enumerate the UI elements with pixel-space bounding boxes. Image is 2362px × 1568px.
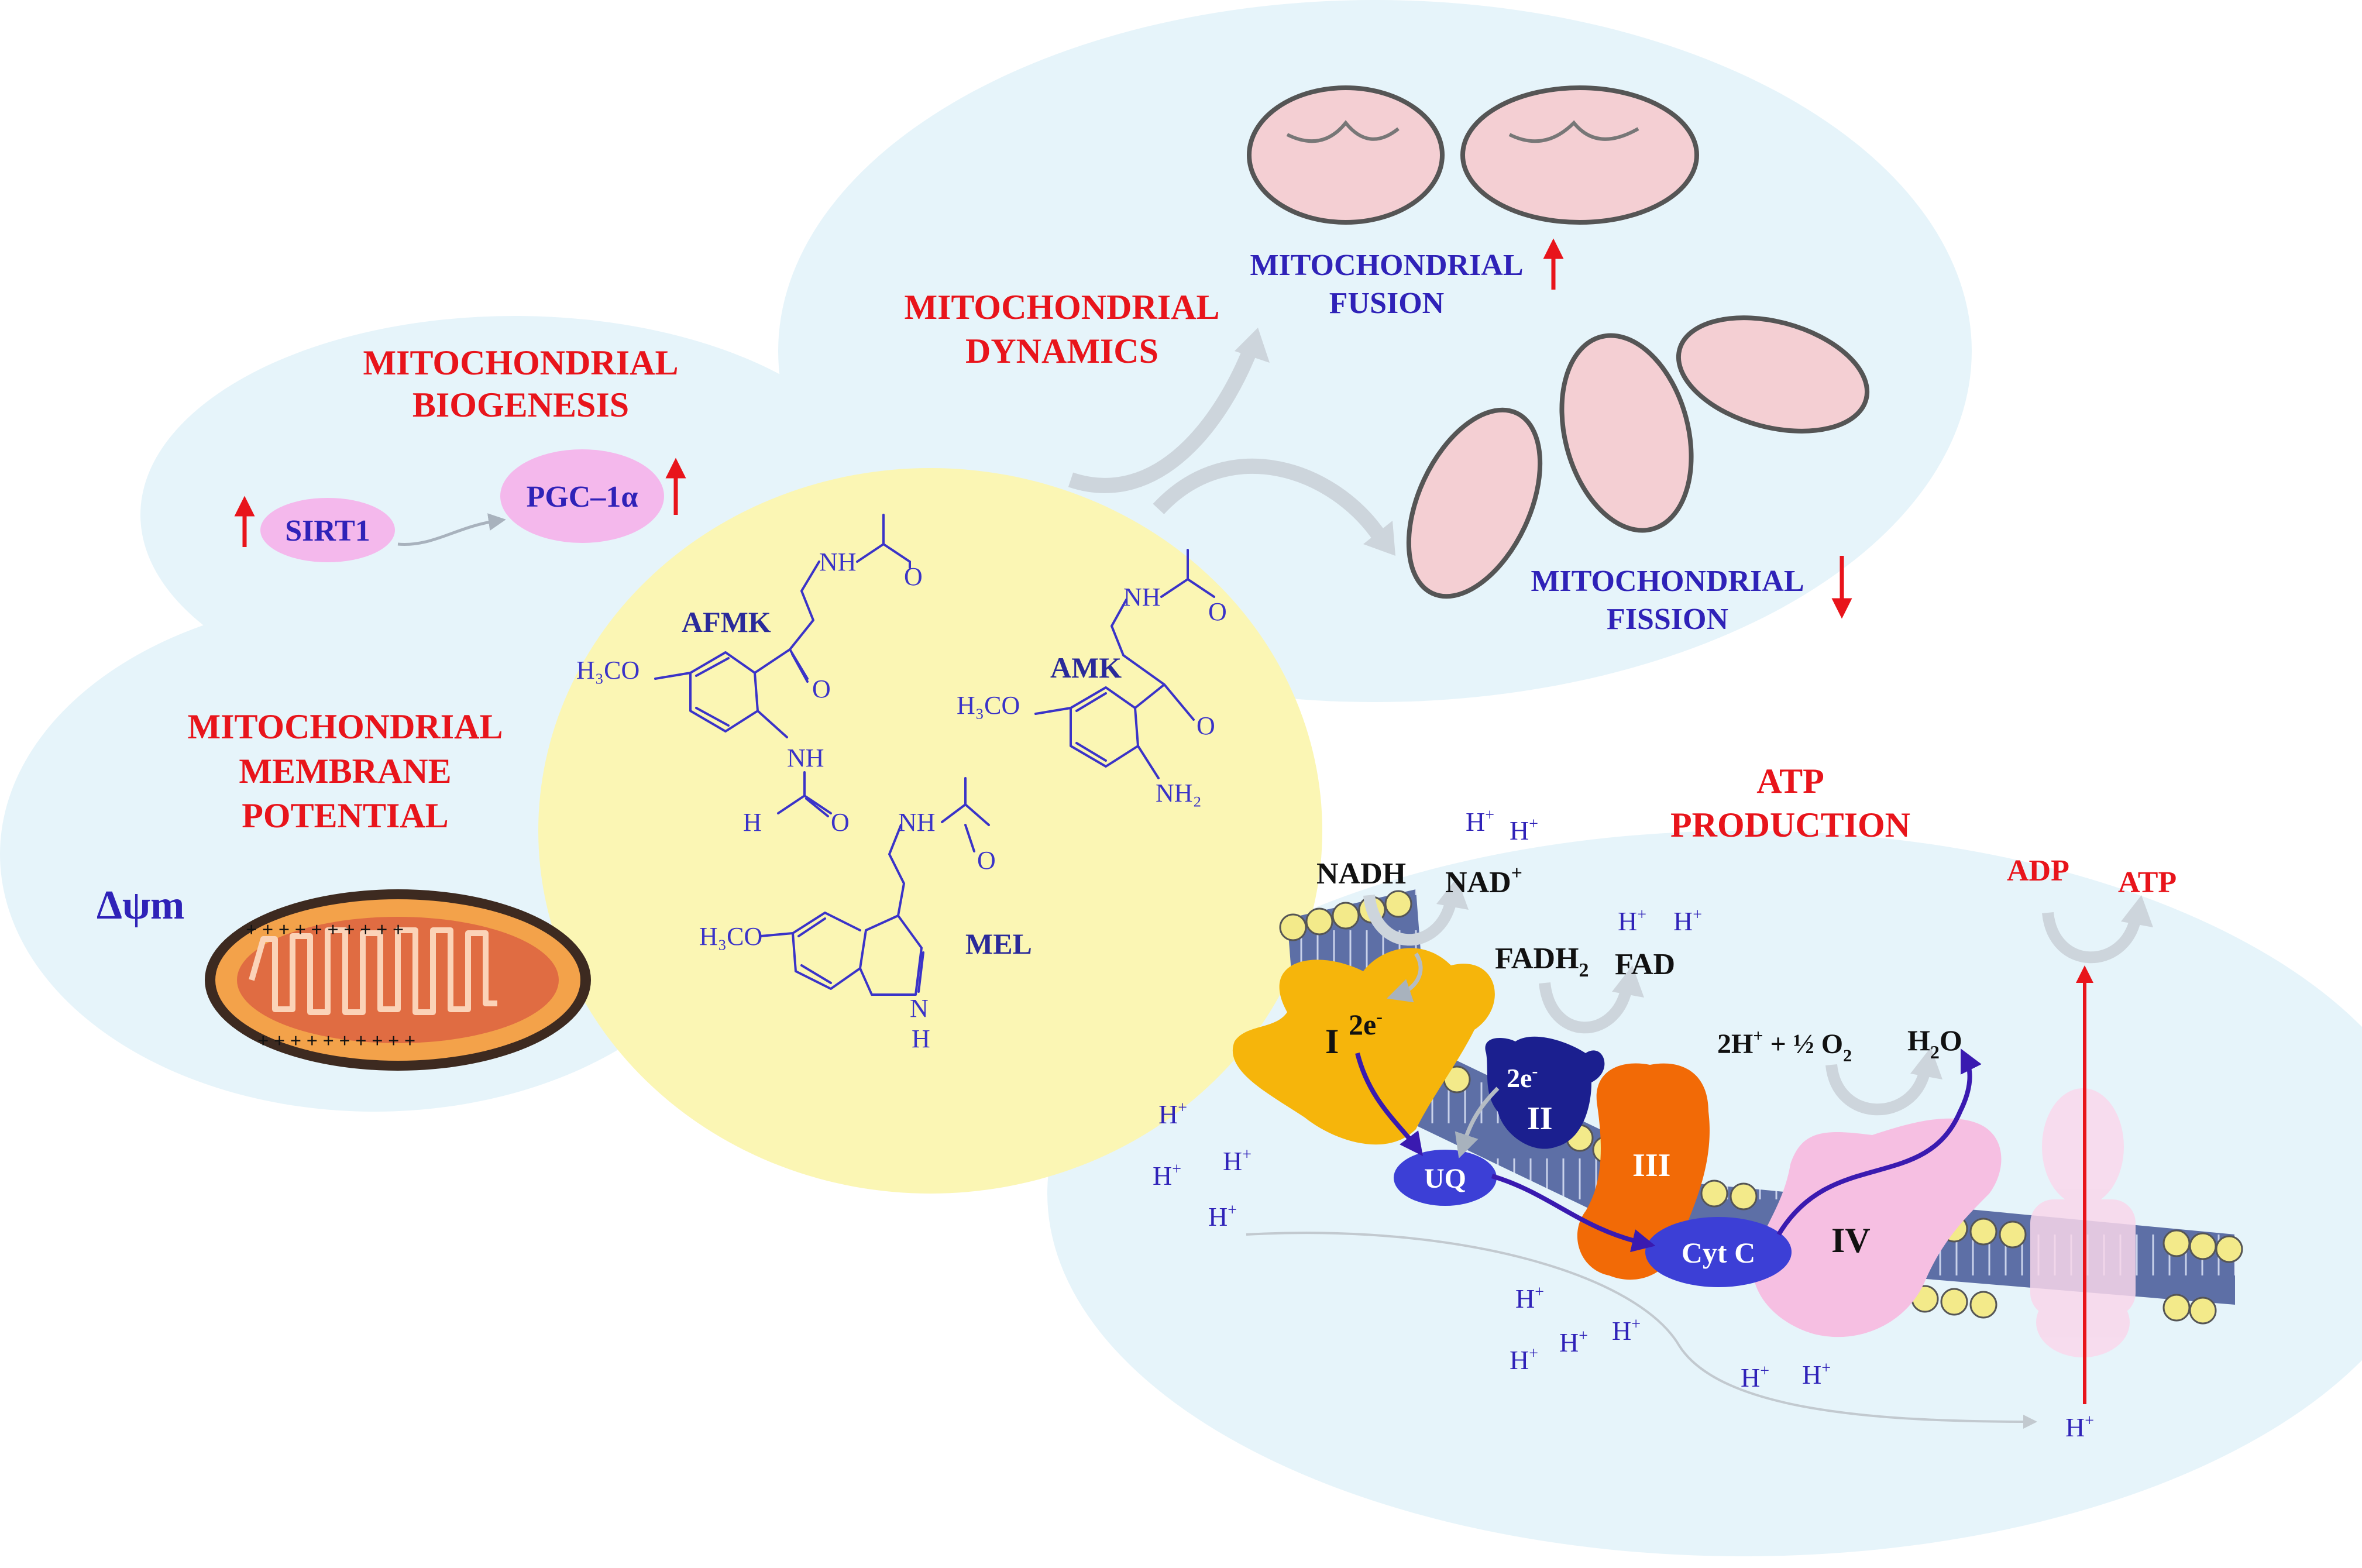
mel-label: MEL (965, 927, 1032, 960)
proton-6: H+ (1153, 1160, 1181, 1191)
amk-nh: NH (1123, 583, 1161, 611)
afmk-o-ketone: O (812, 675, 831, 703)
dynamics-to-fission-arrow (1153, 458, 1387, 543)
atp-title-2: PRODUCTION (1670, 806, 1910, 844)
nadh-label: NADH (1316, 857, 1406, 890)
afmk-o-amide: O (831, 808, 850, 837)
amk-o-ketone: O (1197, 711, 1215, 740)
cytochrome-c-label: Cyt C (1682, 1236, 1755, 1269)
sirt1-node (260, 498, 395, 562)
proton-15: H+ (2065, 1412, 2094, 1442)
afmk-nh: NH (819, 548, 857, 576)
fad-label: FAD (1615, 948, 1675, 981)
electron-flow-cytc-iv (1776, 1048, 1982, 1236)
afmk-o-top: O (904, 562, 923, 591)
cytochrome-c (1645, 1217, 1792, 1287)
mitochondrion-illustration: + + + + + + + + + + + + + + + + + + + + (205, 889, 591, 1071)
atp-title-1: ATP (1756, 762, 1824, 800)
afmk-label: AFMK (682, 606, 771, 638)
complex-ii-label: II (1527, 1101, 1553, 1137)
fusion-label-2: FUSION (1329, 287, 1444, 320)
complex-iv-label: IV (1831, 1221, 1871, 1260)
afmk-h3co: H₃CO (576, 656, 640, 685)
amk-nh2: NH₂ (1156, 779, 1202, 807)
sirt1-to-pgc-arrow (397, 513, 506, 546)
pgc1a-node (500, 449, 664, 543)
complex-ii-electrons: 2e- (1507, 1061, 1538, 1093)
amk-o-top: O (1208, 597, 1227, 626)
fadh2-label: FADH2 (1495, 942, 1589, 981)
water-label: H2O (1907, 1024, 1962, 1062)
nadh-curl-arrow (1363, 894, 1457, 946)
svg-text:+ + + + + + + + + +: + + + + + + + + + + (257, 1030, 415, 1052)
dynamics-to-fusion-arrow (1068, 342, 1260, 493)
fissioned-mitochondria (1406, 315, 1870, 599)
proton-1: H+ (1466, 806, 1494, 837)
electron-flow-i-uq (1355, 1053, 1424, 1156)
complex-i-label: I (1325, 1022, 1339, 1061)
afmk-structure: AFMK NH O O H₃CO NH H O (576, 514, 923, 837)
fused-mitochondria (1247, 85, 1699, 225)
proton-13: H+ (1741, 1362, 1769, 1392)
biogenesis-title-2: BIOGENESIS (412, 386, 629, 424)
electron-flow-uq-cytc (1491, 1174, 1656, 1253)
amk-label: AMK (1050, 651, 1122, 684)
fission-label-1: MITOCHONDRIAL (1531, 565, 1804, 598)
svg-text:+ + + + + + + + + +: + + + + + + + + + + (246, 919, 404, 941)
proton-9: H+ (1515, 1283, 1544, 1313)
membrane-title-3: POTENTIAL (242, 796, 448, 835)
delta-psi-label: Δψm (97, 883, 184, 928)
electron-flow-ii-uq (1455, 1086, 1500, 1158)
sirt1-label: SIRT1 (285, 514, 370, 548)
fission-label-2: FISSION (1607, 603, 1728, 636)
mel-structure: MEL NH O H₃CO N H (699, 777, 1032, 1053)
proton-8: H+ (1208, 1201, 1237, 1232)
proton-14: H+ (1802, 1359, 1831, 1390)
adp-atp-curl-arrow (2042, 912, 2141, 964)
oxygen-reaction-label: 2H+ + ½ O2 (1717, 1026, 1852, 1065)
protons: H+ H+ H+ H+ H+ H+ H+ H+ H+ H+ H+ H+ H+ H… (1153, 806, 2094, 1442)
dynamics-title-1: MITOCHONDRIAL (905, 288, 1220, 326)
proton-flow-arrow (1246, 1232, 2037, 1429)
proton-2: H+ (1510, 815, 1538, 845)
ubiquinone (1394, 1150, 1497, 1206)
proton-7: H+ (1223, 1146, 1252, 1176)
biogenesis-title-1: MITOCHONDRIAL (363, 343, 679, 382)
pgc1a-label: PGC–1α (527, 480, 638, 514)
proton-4: H+ (1673, 906, 1702, 936)
ubiquinone-label: UQ (1424, 1163, 1466, 1194)
membrane-title-2: MEMBRANE (239, 752, 451, 790)
complex-i-electrons: 2e- (1349, 1006, 1383, 1041)
nad-label: NAD+ (1445, 862, 1522, 899)
nadh-to-complex-i (1387, 953, 1423, 1003)
mel-o: O (977, 846, 996, 875)
complex-iii-label: III (1632, 1147, 1670, 1184)
amk-structure: AMK NH O O H₃CO NH₂ (957, 549, 1227, 807)
proton-12: H+ (1612, 1315, 1641, 1346)
dynamics-title-2: DYNAMICS (965, 332, 1158, 370)
atp-label: ATP (2118, 866, 2177, 899)
mel-n: N (910, 994, 929, 1023)
membrane-title-1: MITOCHONDRIAL (188, 707, 503, 746)
proton-5: H+ (1158, 1099, 1187, 1129)
adp-label: ADP (2007, 854, 2069, 888)
mel-h3co: H₃CO (699, 922, 762, 951)
oxygen-curl-arrow (1825, 1064, 1931, 1116)
complex-ii (1485, 1036, 1605, 1149)
fadh2-curl-arrow (1539, 982, 1632, 1034)
complex-i (1232, 948, 1495, 1145)
afmk-nh-2: NH (787, 744, 824, 772)
fusion-label-1: MITOCHONDRIAL (1250, 249, 1523, 282)
proton-11: H+ (1559, 1327, 1588, 1357)
mel-h: H (912, 1024, 930, 1053)
complex-iv (1752, 1118, 2002, 1337)
afmk-h: H (743, 808, 762, 837)
melatonin-metabolite-circle (538, 468, 1322, 1194)
mel-nh: NH (898, 808, 936, 837)
amk-h3co: H₃CO (957, 691, 1020, 720)
proton-3: H+ (1618, 906, 1646, 936)
proton-10: H+ (1510, 1345, 1538, 1375)
